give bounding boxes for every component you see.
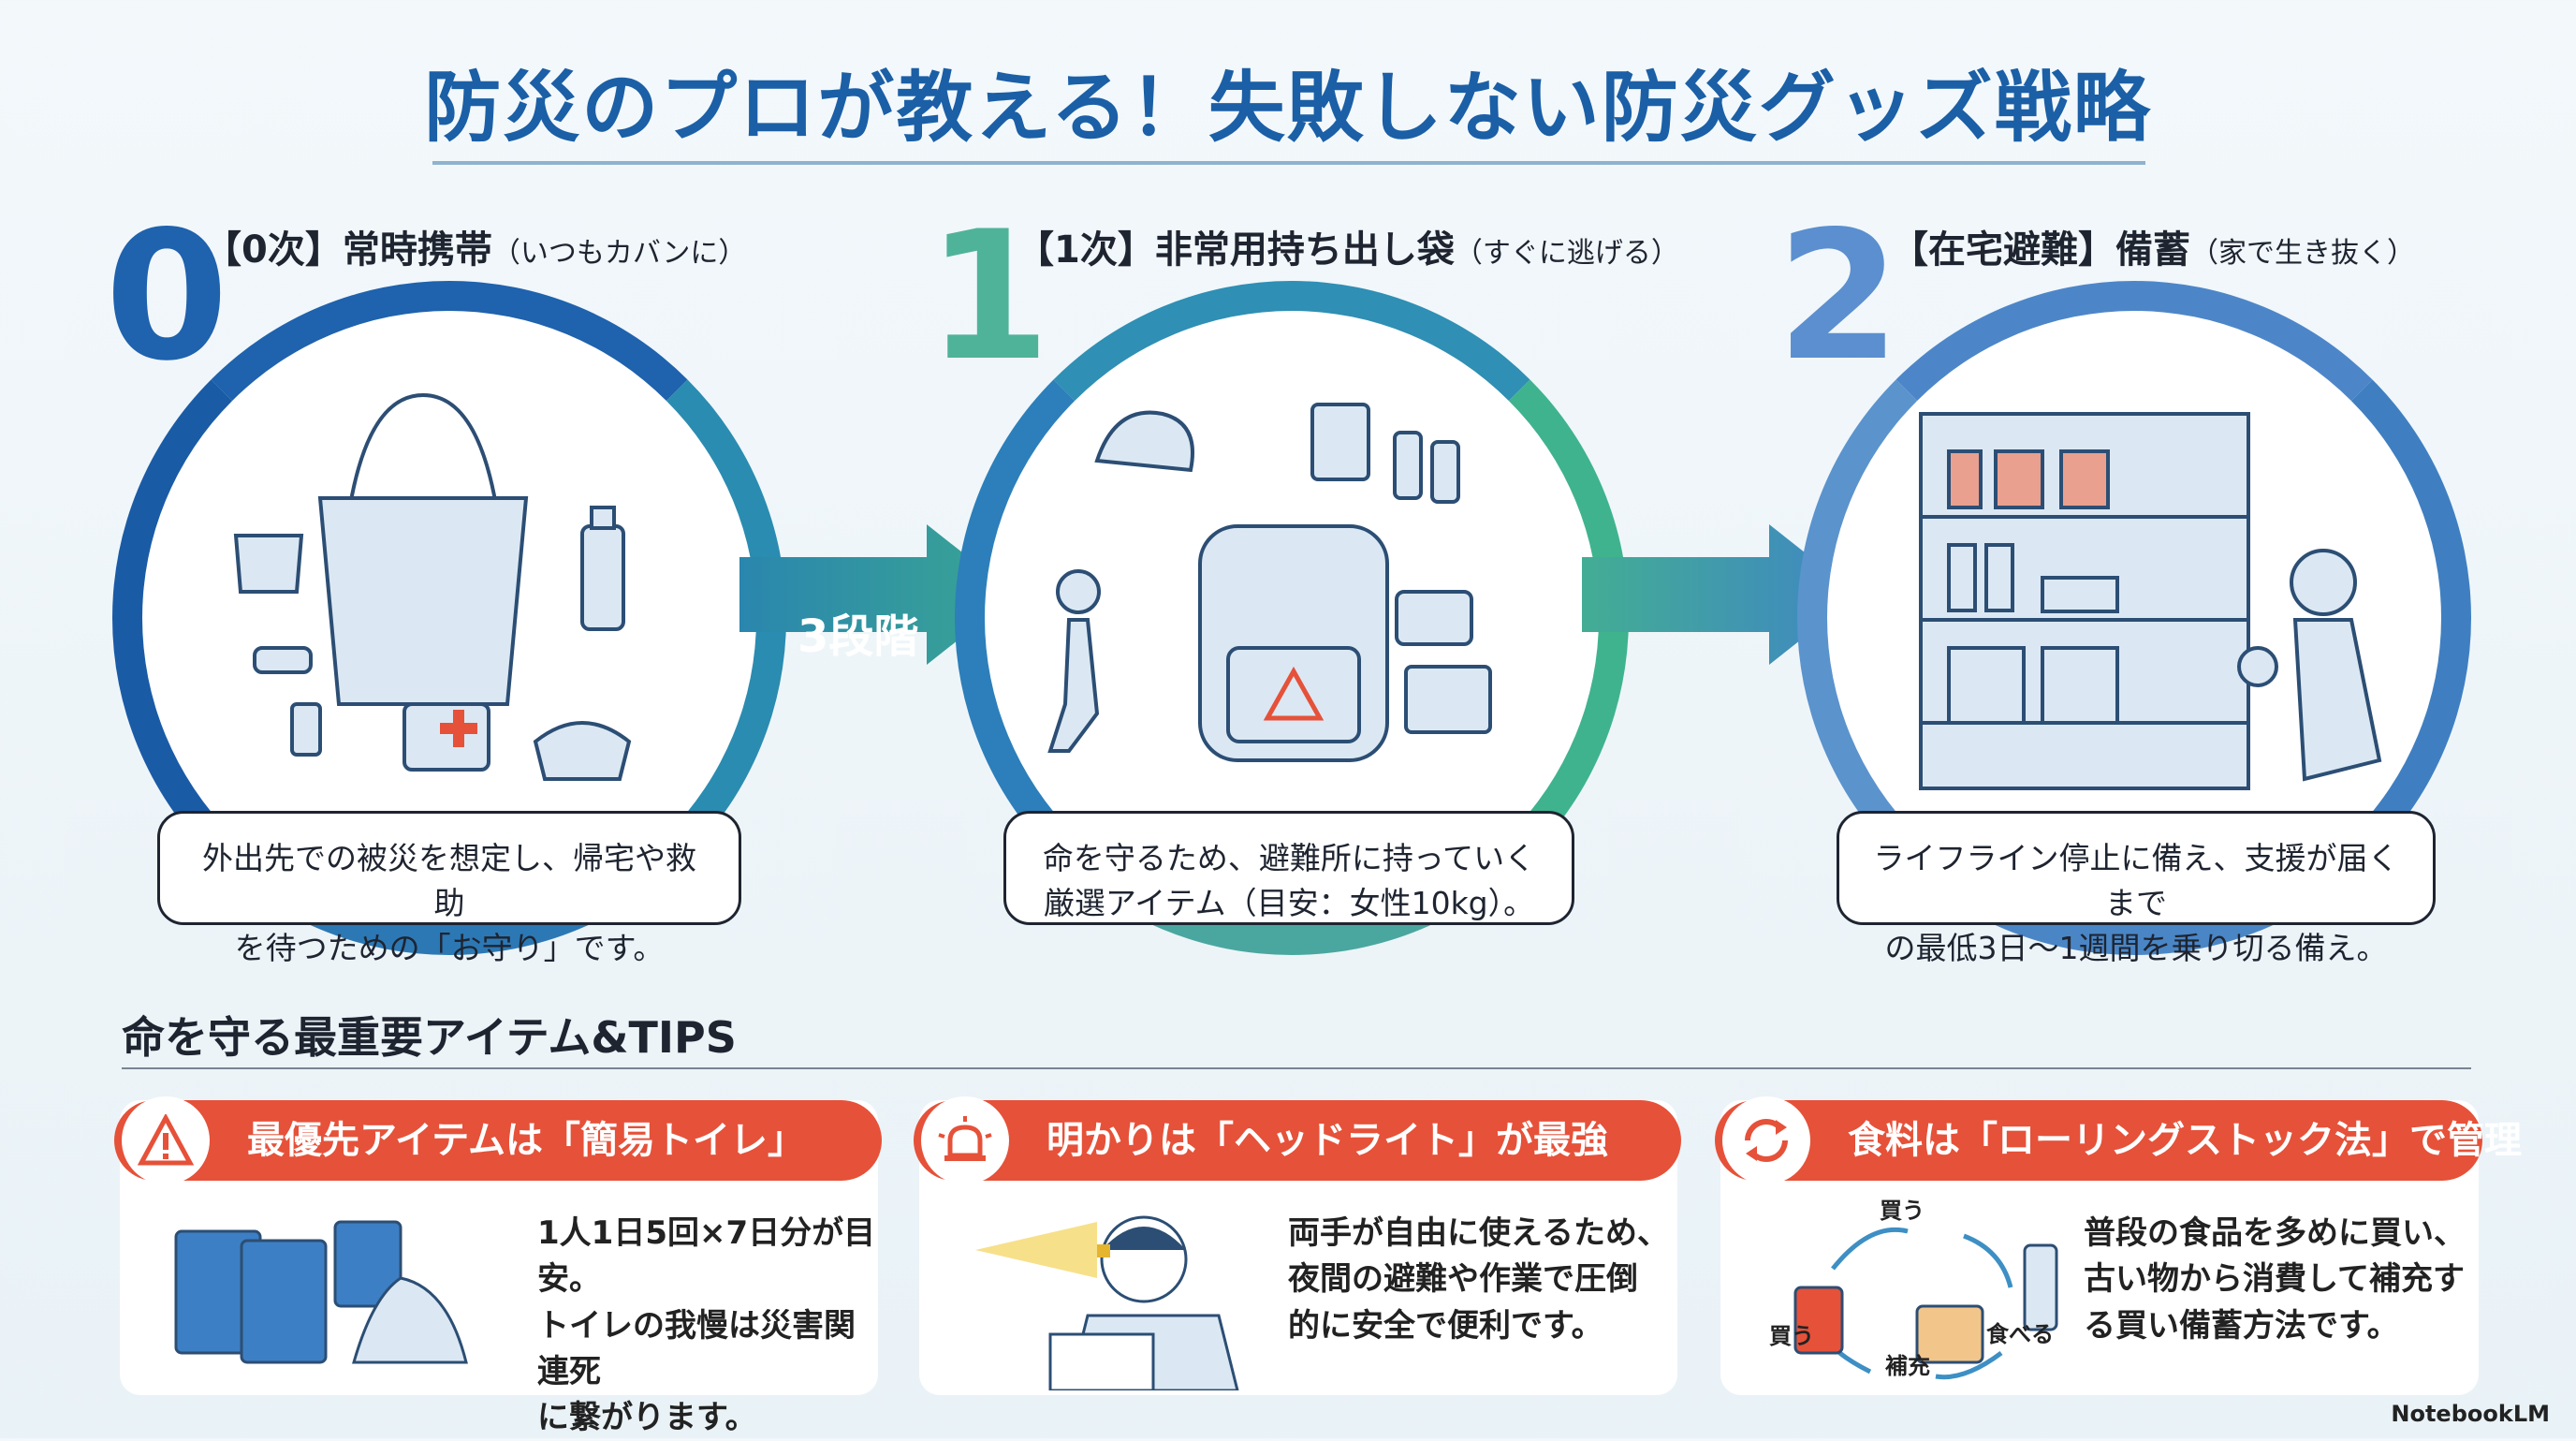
step-1-description: 命を守るため、避難所に持っていく 厳選アイテム（目安：女性10kg）。 — [1003, 811, 1574, 925]
step-1-title: 【1次】非常用持ち出し袋 — [1017, 228, 1455, 272]
step-1-label: 【1次】非常用持ち出し袋（すぐに逃げる） — [1017, 219, 1679, 273]
tip-card-rolling-stock: 食料は「ローリングストック法」で管理 買う 買う 補充 食べる 普段の食品を多め… — [1715, 1096, 2522, 1395]
tip-card-headlight: 明かりは「ヘッドライト」が最強 両手が自由に使えるため、 夜間の避難や作業で圧倒… — [914, 1096, 1681, 1395]
everyday-carry-illustration — [233, 392, 632, 781]
tip-card-rolling-stock-text: 普段の食品を多めに買い、 古い物から消費して補充す る買い備蓄方法です。 — [2084, 1214, 2466, 1345]
step-2-number: 2 — [1777, 193, 1901, 400]
tip-card-toilet-title: 最優先アイテムは「簡易トイレ」 — [247, 1119, 805, 1162]
cycle-label-eat: 食べる — [1986, 1321, 2054, 1347]
portable-toilet-illustration — [174, 1220, 468, 1364]
step-0-title: 【0次】常時携帯 — [204, 228, 492, 272]
cycle-icon — [1722, 1096, 1810, 1184]
page-title: 防災のプロが教える！失敗しない防災グッズ戦略 — [424, 64, 2152, 153]
step-1-number: 1 — [927, 193, 1051, 400]
brand-logo: NotebookLM — [2391, 1401, 2550, 1427]
step-arrow-label: 3段階 — [798, 610, 919, 663]
step-0-subtitle: （いつもカバンに） — [491, 237, 747, 270]
home-stockpile-illustration — [1919, 412, 2382, 790]
rolling-stock-cycle-illustration — [1793, 1227, 2058, 1380]
step-1-subtitle: （すぐに逃げる） — [1454, 237, 1679, 270]
cycle-label-buy-left: 買う — [1769, 1323, 1814, 1349]
tip-card-rolling-stock-header: 食料は「ローリングストック法」で管理 — [1715, 1096, 2522, 1184]
tip-card-headlight-text: 両手が自由に使えるため、 夜間の避難や作業で圧倒 的に安全で便利です。 — [1288, 1214, 1669, 1345]
cycle-label-buy-top: 買う — [1880, 1198, 1925, 1224]
siren-icon — [921, 1096, 1009, 1184]
emergency-bag-illustration — [1047, 403, 1492, 762]
tips-section-title: 命を守る最重要アイテム&TIPS — [122, 1012, 737, 1063]
warning-icon — [122, 1096, 210, 1184]
step-2-description: ライフライン停止に備え、支援が届くまで の最低3日〜1週間を乗り切る備え。 — [1837, 811, 2436, 966]
tips-divider — [122, 1067, 2471, 1069]
headlight-person-illustration — [975, 1215, 1239, 1390]
step-2-label: 【在宅避難】備蓄（家で生き抜く） — [1891, 219, 2415, 273]
tip-card-rolling-stock-title: 食料は「ローリングストック法」で管理 — [1848, 1119, 2522, 1162]
step-2-subtitle: （家で生き抜く） — [2190, 237, 2415, 270]
step-arrow-1 — [739, 524, 1016, 665]
tip-card-headlight-title: 明かりは「ヘッドライト」が最強 — [1046, 1119, 1608, 1162]
tip-card-toilet-header: 最優先アイテムは「簡易トイレ」 — [114, 1096, 882, 1184]
tip-card-toilet: 最優先アイテムは「簡易トイレ」 1人1日5回×7日分が目安。 トイレの我慢は災害… — [114, 1096, 882, 1436]
tip-card-toilet-text: 1人1日5回×7日分が目安。 トイレの我慢は災害関連死 に繋がります。 — [537, 1214, 876, 1437]
step-0-label: 【0次】常時携帯（いつもカバンに） — [204, 219, 746, 273]
step-arrow-2 — [1582, 524, 1858, 665]
cycle-label-refill: 補充 — [1885, 1353, 1930, 1379]
title-divider — [432, 161, 2145, 165]
step-2-title: 【在宅避難】備蓄 — [1891, 228, 2190, 272]
tip-card-headlight-header: 明かりは「ヘッドライト」が最強 — [914, 1096, 1681, 1184]
step-0-description: 外出先での被災を想定し、帰宅や救助 を待つための「お守り」です。 — [157, 811, 741, 966]
step-0-number: 0 — [105, 193, 229, 400]
